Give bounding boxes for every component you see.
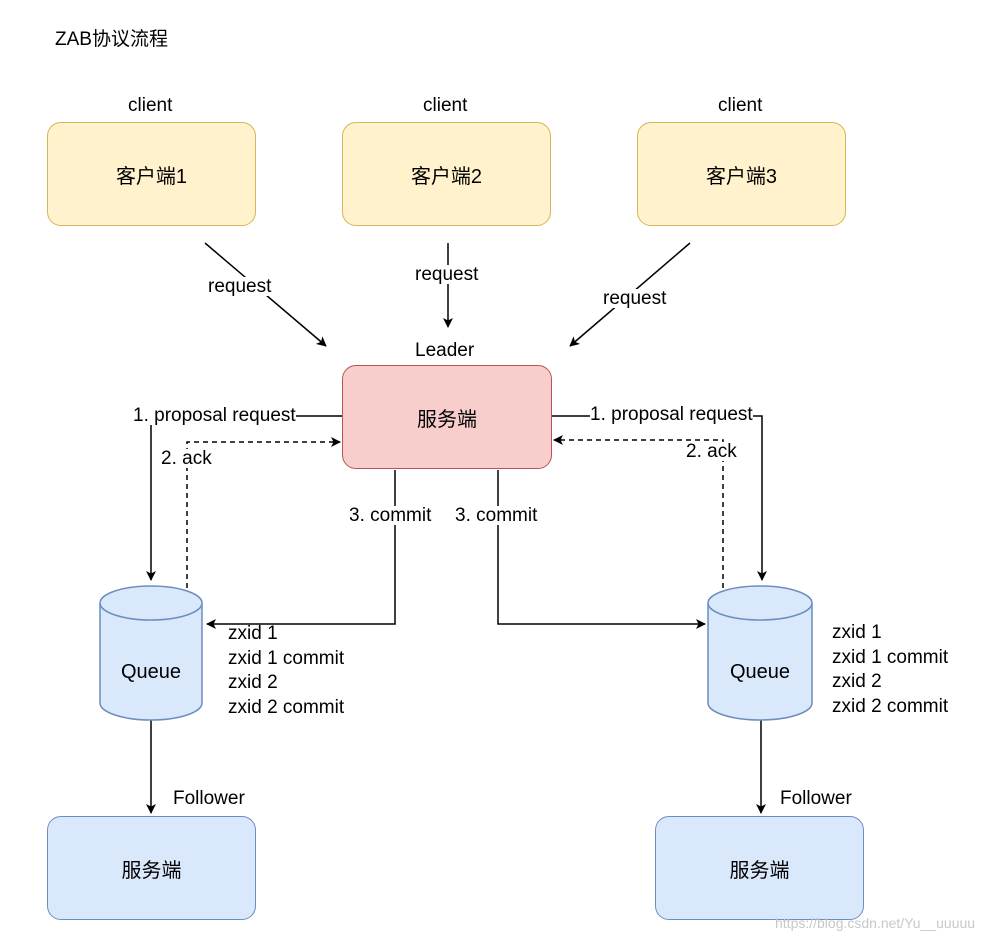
ack-label-left: 2. ack — [161, 448, 212, 469]
follower-label-left: 服务端 — [121, 859, 182, 882]
commit-label-right: 3. commit — [455, 505, 538, 526]
watermark: https://blog.csdn.net/Yu__uuuuu — [775, 915, 976, 931]
queue-log-entry: zxid 2 commit — [228, 696, 345, 718]
commit-label-left: 3. commit — [349, 505, 432, 526]
ack-arrow-right — [553, 435, 724, 588]
diagram-title: ZAB协议流程 — [55, 29, 168, 50]
request-label-1: request — [208, 276, 272, 297]
client-label-1: 客户端1 — [115, 165, 188, 188]
leader-tag: Leader — [415, 340, 475, 361]
client-box-2: 客户端2 — [342, 122, 551, 226]
follower-label-right: 服务端 — [729, 859, 790, 882]
queue-cylinder-right — [707, 585, 813, 721]
commit-arrow-left — [206, 470, 396, 629]
queue-log-entry: zxid 1 — [228, 623, 278, 644]
proposal-label-left: 1. proposal request — [133, 405, 296, 426]
queue-log-left: zxid 1 zxid 1 commit zxid 2 zxid 2 commi… — [228, 622, 344, 720]
ack-label-right: 2. ack — [686, 441, 737, 462]
queue-label-left: Queue — [120, 661, 182, 683]
queue-log-entry: zxid 1 commit — [832, 646, 949, 668]
client-tag-2: client — [423, 95, 468, 116]
queue-log-right: zxid 1 zxid 1 commit zxid 2 zxid 2 commi… — [832, 621, 948, 719]
queue-cylinder-left — [99, 585, 203, 721]
proposal-label-right: 1. proposal request — [590, 404, 753, 425]
client-tag-1: client — [128, 95, 173, 116]
proposal-arrow-left — [146, 415, 342, 581]
client-label-3: 客户端3 — [705, 165, 778, 188]
commit-arrow-right — [497, 470, 706, 629]
queue-log-entry: zxid 1 — [832, 622, 882, 643]
client-box-1: 客户端1 — [47, 122, 256, 226]
client-box-3: 客户端3 — [637, 122, 846, 226]
client-label-2: 客户端2 — [410, 165, 483, 188]
leader-label: 服务端 — [417, 408, 477, 431]
request-label-3: request — [603, 288, 667, 309]
leader-box: 服务端 — [342, 365, 552, 469]
queue-log-entry: zxid 2 — [832, 671, 882, 692]
ack-arrow-left — [186, 437, 341, 588]
queue-log-entry: zxid 1 commit — [228, 647, 345, 669]
request-label-2: request — [415, 264, 479, 285]
follower-tag-right: Follower — [780, 788, 852, 809]
follower-tag-left: Follower — [173, 788, 245, 809]
queue-log-entry: zxid 2 commit — [832, 695, 949, 717]
queue-log-entry: zxid 2 — [228, 672, 278, 693]
follower-box-left: 服务端 — [47, 816, 256, 920]
follower-box-right: 服务端 — [655, 816, 864, 920]
client-tag-3: client — [718, 95, 763, 116]
queue-label-right: Queue — [729, 661, 791, 683]
